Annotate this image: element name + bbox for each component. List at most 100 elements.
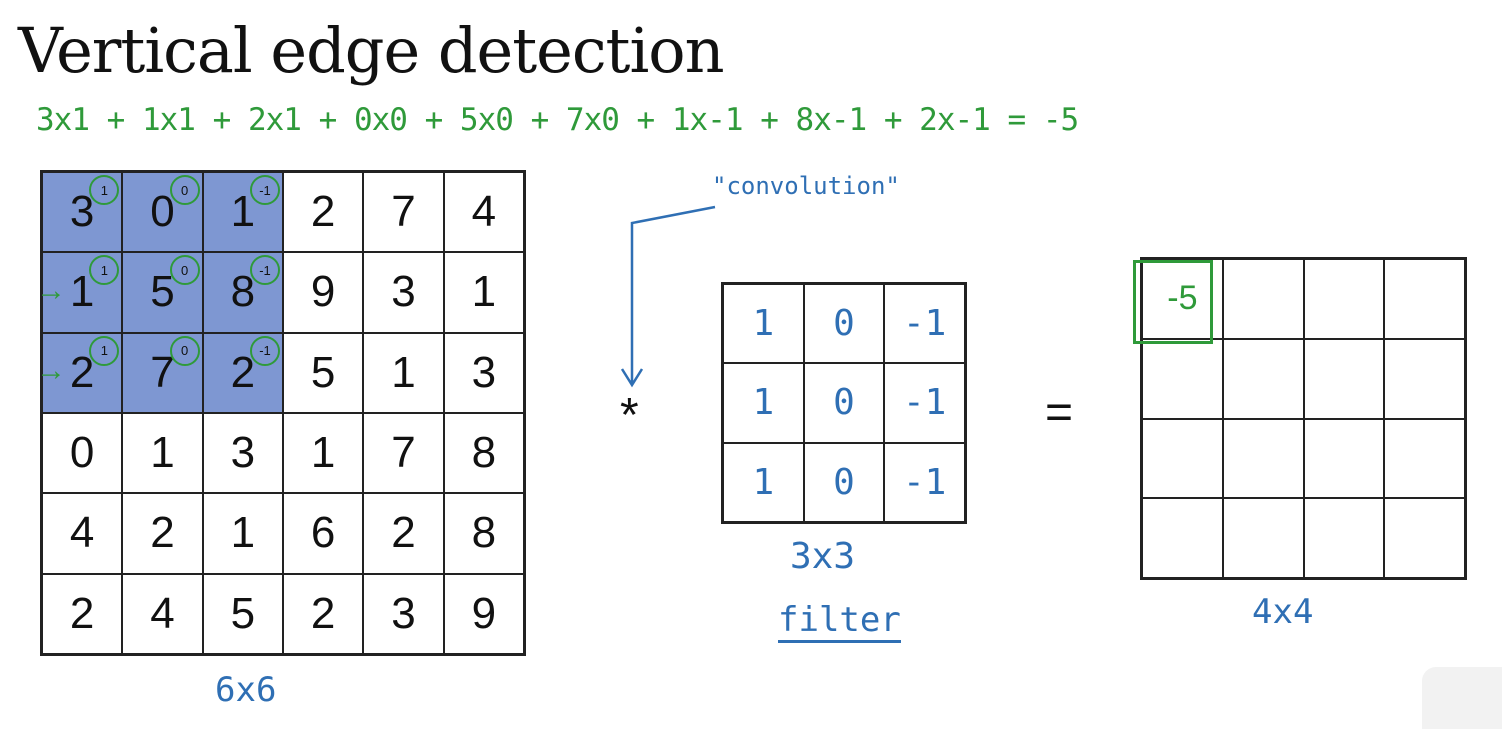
cell-value: 1 (230, 508, 256, 558)
cell-value: 8 (471, 428, 497, 478)
output-cell (1303, 338, 1385, 419)
output-cell (1142, 498, 1223, 578)
equals-sign: = (1045, 386, 1074, 439)
filter-label: filter (778, 600, 901, 643)
row-arrow-icon: → (36, 354, 66, 387)
cell-value: 1 (310, 428, 336, 478)
cell-value: 4 (69, 508, 95, 558)
video-player-badge-icon (1422, 667, 1502, 729)
convolution-arrow-icon (620, 205, 716, 388)
output-matrix: -5 (1140, 257, 1467, 580)
output-cell (1384, 259, 1465, 339)
output-cell (1142, 418, 1223, 499)
output-cell (1303, 259, 1385, 339)
input-cell: 5 (283, 332, 364, 413)
output-cell (1384, 498, 1465, 578)
input-cell: 4 (443, 172, 524, 253)
cell-value: 9 (471, 588, 497, 638)
output-cell (1222, 418, 1304, 499)
input-cell: 4 (42, 493, 123, 574)
output-cell: -5 (1142, 259, 1223, 339)
cell-value: 3 (230, 428, 256, 478)
output-cell (1222, 338, 1304, 419)
input-cell: 7 (363, 413, 444, 494)
row-arrow-icon: → (36, 274, 66, 307)
input-cell: 3 (443, 332, 524, 413)
cell-value: 6 (310, 508, 336, 558)
filter-weight-annotation: 1 (89, 255, 120, 286)
filter-cell: 0 (803, 363, 885, 443)
input-cell: 9 (443, 573, 524, 654)
filter-weight-annotation: 0 (169, 175, 200, 205)
output-cell (1384, 418, 1465, 499)
cell-value: 2 (391, 508, 416, 558)
filter-cell: 0 (803, 442, 885, 522)
input-cell: 1 (443, 252, 524, 333)
cell-value: 0 (69, 428, 95, 478)
output-size-label: 4x4 (1252, 592, 1314, 632)
output-cell (1303, 418, 1385, 499)
filter-cell: 1 (723, 442, 804, 522)
cell-value: 1 (150, 428, 175, 478)
cell-value: 5 (230, 588, 256, 638)
input-cell: 0 (42, 413, 123, 494)
filter-cell: -1 (884, 442, 965, 522)
input-cell: 1 (122, 413, 203, 494)
input-cell: 3 (202, 413, 283, 494)
input-cell: 5 (202, 573, 283, 654)
cell-value: 3 (471, 347, 497, 397)
cell-value: 1 (471, 267, 497, 317)
input-cell: 8 (443, 413, 524, 494)
output-cell (1222, 259, 1304, 339)
input-cell: 7 (363, 172, 444, 253)
input-cell: 1 (283, 413, 364, 494)
filter-weight-annotation: 0 (169, 335, 200, 366)
filter-cell: 1 (723, 363, 804, 443)
slide-title: Vertical edge detection (18, 14, 725, 87)
cell-value: 2 (150, 508, 175, 558)
cell-value: 3 (391, 588, 416, 638)
input-cell: 2 (283, 172, 364, 253)
output-cell (1384, 338, 1465, 419)
output-highlight-box (1133, 260, 1213, 344)
cell-value: 9 (310, 267, 336, 317)
convolution-operator: * (620, 389, 639, 442)
cell-value: 7 (391, 187, 416, 237)
cell-value: 1 (391, 347, 416, 397)
input-cell: 3 (363, 252, 444, 333)
output-cell (1142, 338, 1223, 419)
cell-value: 4 (150, 588, 175, 638)
input-cell: 8-1 (202, 252, 283, 333)
cell-value: 4 (471, 187, 497, 237)
filter-size-label: 3x3 (790, 536, 856, 577)
filter-weight-annotation: -1 (250, 255, 280, 286)
input-cell: 1 (202, 493, 283, 574)
input-size-label: 6x6 (215, 670, 277, 710)
filter-weight-annotation: 1 (89, 335, 120, 366)
convolution-note: "convolution" (712, 172, 900, 200)
cell-value: 7 (391, 428, 416, 478)
cell-value: 2 (310, 187, 336, 237)
handwritten-equation: 3x1 + 1x1 + 2x1 + 0x0 + 5x0 + 7x0 + 1x-1… (36, 102, 1079, 138)
filter-weight-annotation: -1 (250, 335, 280, 366)
output-cell (1303, 498, 1385, 578)
input-cell: 1 (363, 332, 444, 413)
input-cell: 6 (283, 493, 364, 574)
cell-value: 3 (391, 267, 416, 317)
input-cell: 2-1 (202, 332, 283, 413)
cell-value: 5 (310, 347, 336, 397)
filter-weight-annotation: -1 (250, 175, 280, 205)
input-cell: 4 (122, 573, 203, 654)
filter-cell: -1 (884, 363, 965, 443)
cell-value: 2 (310, 588, 336, 638)
filter-cell: 1 (723, 284, 804, 364)
input-cell: 2 (283, 573, 364, 654)
cell-value: 8 (471, 508, 497, 558)
